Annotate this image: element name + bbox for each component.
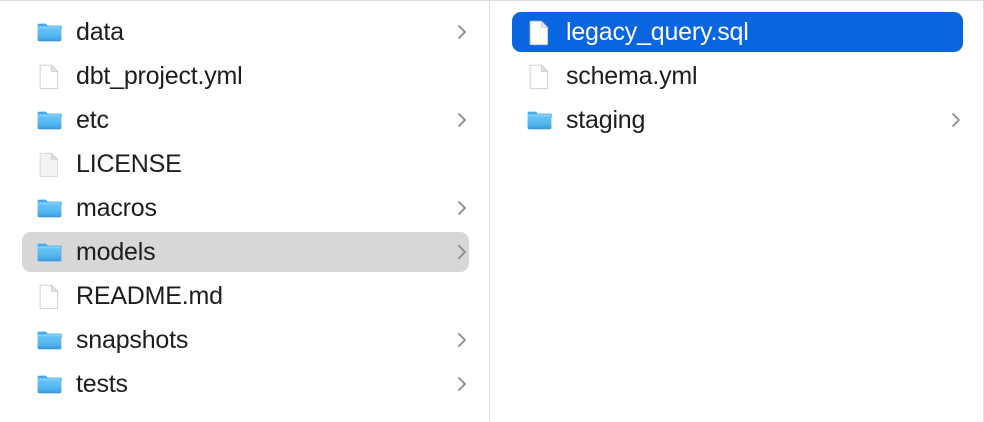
document-icon	[526, 63, 553, 90]
file-row-license[interactable]: LICENSE	[0, 142, 489, 186]
row-content: data	[22, 18, 455, 47]
file-row-legacy-query-sql[interactable]: legacy_query.sql	[490, 10, 983, 54]
folder-icon	[36, 371, 63, 398]
file-name-label: data	[76, 17, 124, 46]
row-content: LICENSE	[22, 150, 455, 179]
document-icon	[526, 19, 553, 46]
document-icon	[36, 283, 63, 310]
chevron-right-icon[interactable]	[455, 374, 469, 394]
blank-document-icon	[36, 151, 63, 178]
file-name-label: models	[76, 237, 156, 266]
row-content: staging	[512, 106, 949, 135]
file-name-label: macros	[76, 193, 157, 222]
chevron-right-icon[interactable]	[455, 242, 469, 262]
file-row-staging[interactable]: staging	[490, 98, 983, 142]
row-content: tests	[22, 370, 455, 399]
row-content: README.md	[22, 282, 455, 311]
file-name-label: schema.yml	[566, 61, 698, 90]
row-content: models	[22, 238, 455, 267]
folder-icon	[36, 107, 63, 134]
row-content: etc	[22, 106, 455, 135]
folder-icon	[526, 107, 553, 134]
file-row-dbt-project-yml[interactable]: dbt_project.yml	[0, 54, 489, 98]
file-row-macros[interactable]: macros	[0, 186, 489, 230]
row-content: legacy_query.sql	[512, 18, 949, 47]
file-row-data[interactable]: data	[0, 10, 489, 54]
file-name-label: LICENSE	[76, 149, 182, 178]
finder-column-child[interactable]: legacy_query.sql schema.yml staging	[490, 1, 983, 422]
file-row-etc[interactable]: etc	[0, 98, 489, 142]
file-row-schema-yml[interactable]: schema.yml	[490, 54, 983, 98]
chevron-right-icon[interactable]	[949, 110, 963, 130]
file-row-tests[interactable]: tests	[0, 362, 489, 406]
row-content: dbt_project.yml	[22, 62, 455, 91]
folder-icon	[36, 19, 63, 46]
row-content: snapshots	[22, 326, 455, 355]
file-name-label: legacy_query.sql	[566, 17, 749, 46]
file-name-label: snapshots	[76, 325, 189, 354]
folder-icon	[36, 239, 63, 266]
file-name-label: README.md	[76, 281, 223, 310]
row-content: schema.yml	[512, 62, 949, 91]
file-name-label: tests	[76, 369, 128, 398]
file-row-snapshots[interactable]: snapshots	[0, 318, 489, 362]
file-name-label: dbt_project.yml	[76, 61, 243, 90]
folder-icon	[36, 327, 63, 354]
file-name-label: etc	[76, 105, 109, 134]
chevron-right-icon[interactable]	[455, 330, 469, 350]
row-content: macros	[22, 194, 455, 223]
folder-icon	[36, 195, 63, 222]
chevron-right-icon[interactable]	[455, 110, 469, 130]
file-row-models[interactable]: models	[0, 230, 489, 274]
chevron-right-icon[interactable]	[455, 198, 469, 218]
file-row-readme-md[interactable]: README.md	[0, 274, 489, 318]
file-name-label: staging	[566, 105, 646, 134]
document-icon	[36, 63, 63, 90]
chevron-right-icon[interactable]	[455, 22, 469, 42]
